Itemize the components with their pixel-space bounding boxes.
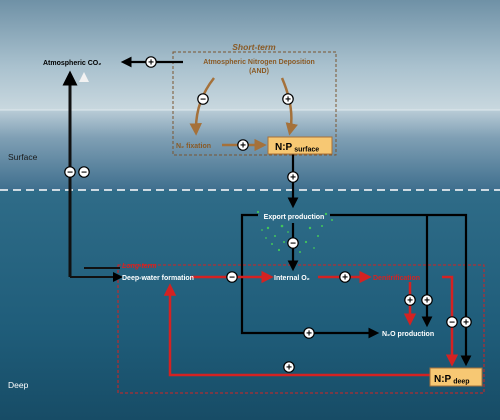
export-production-label: Export production (264, 214, 325, 221)
sign-minus-denitrification-npdeep: − (449, 317, 455, 328)
sign-plus-npdeep-dwf: + (286, 362, 292, 373)
sign-plus-export-n2o-vertical: + (424, 295, 430, 306)
long-term-label: Long-term (122, 263, 157, 270)
n2o-production-label: N₂O production (382, 331, 434, 338)
sky-background (0, 0, 500, 110)
sign-plus-n2fix-npsurface: + (240, 140, 246, 151)
sign-minus-co2-return-dark: − (67, 167, 73, 178)
sign-plus-denitrification-n2o: + (407, 295, 413, 306)
sign-plus-and-npsurface: + (285, 94, 291, 105)
denitrification-label: Denitrification (373, 275, 420, 282)
atmospheric-co2-label: Atmospheric CO₂ (43, 60, 101, 67)
sign-minus-dwf-o2: − (229, 272, 235, 283)
and-label-line1: Atmospheric Nitrogen Deposition (203, 59, 315, 66)
sign-minus-and-n2fix: − (200, 94, 206, 105)
n2-fixation-label: N₂ fixation (176, 143, 211, 150)
sign-plus-export-npdeep: + (463, 317, 469, 328)
surface-zone-label: Surface (8, 152, 38, 162)
sign-plus-and-co2: + (148, 57, 154, 68)
sign-minus-co2-return-gradient: − (81, 167, 87, 178)
sign-plus-npsurface-export: + (290, 172, 296, 183)
and-label-line2: (AND) (249, 68, 269, 75)
deep-water-formation-label: Deep-water formation (122, 275, 194, 282)
sign-plus-export-n2o: + (306, 328, 312, 339)
short-term-label: Short-term (232, 42, 276, 52)
surface-ocean-background (0, 110, 500, 190)
internal-o2-label: Internal O₂ (274, 275, 310, 282)
sign-plus-o2-denitrification: + (342, 272, 348, 283)
sign-minus-export-o2: − (290, 238, 296, 249)
deep-zone-label: Deep (8, 380, 29, 390)
